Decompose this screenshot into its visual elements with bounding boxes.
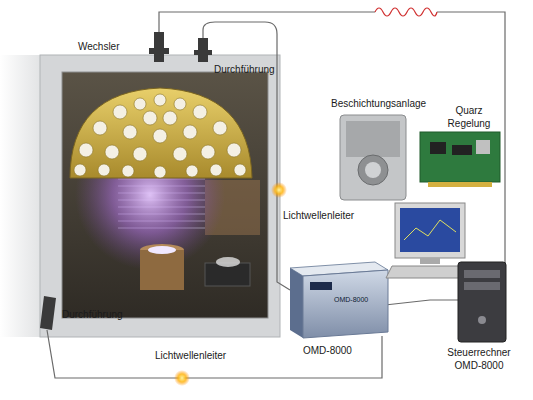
part-label: Wechsler (78, 40, 120, 53)
part-label: Durchführung (62, 308, 123, 321)
part-label: OMD-8000 (334, 295, 368, 304)
part-label: Steuerrechner OMD-8000 (446, 346, 512, 372)
part-label: Quarz Regelung (436, 104, 502, 130)
part-label: Lichtwellenleiter (155, 349, 226, 362)
part-label: Lichtwellenleiter (283, 209, 354, 222)
part-label: Beschichtungsanlage (331, 97, 426, 110)
part-label: Durchführung (214, 63, 275, 76)
part-label: OMD-8000 (303, 344, 352, 357)
